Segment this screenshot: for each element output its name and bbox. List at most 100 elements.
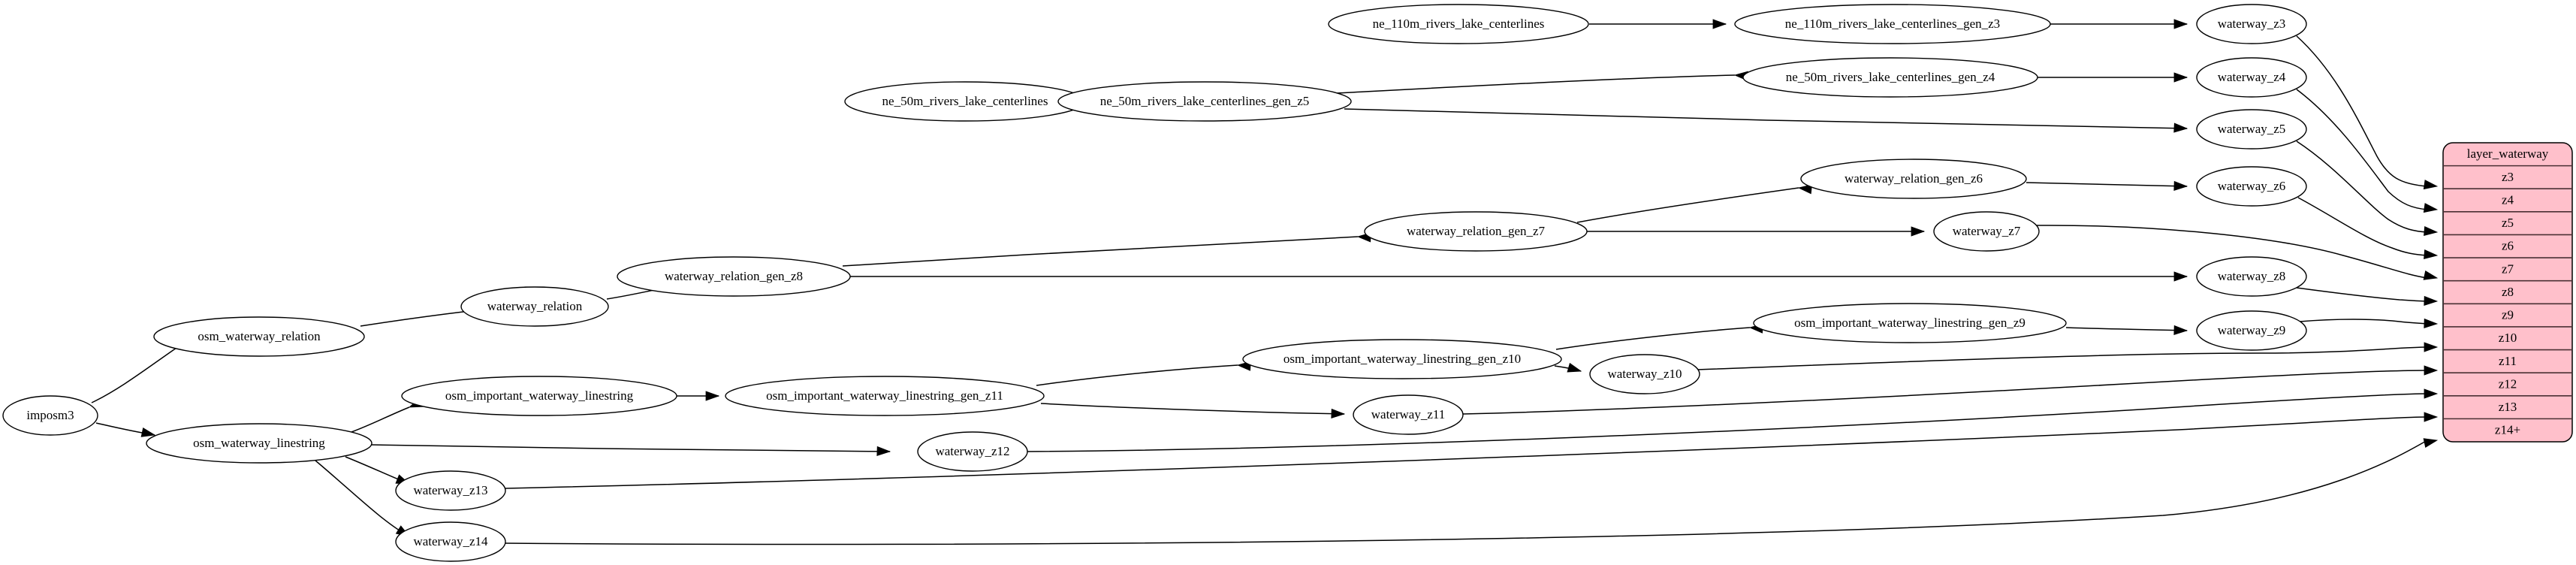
node-waterway_z6[interactable]: waterway_z6: [2196, 166, 2307, 207]
arrowhead: [2173, 325, 2188, 335]
arrowhead: [2424, 388, 2439, 399]
node-ne_110m_rivers_lake_centerlines_gen_z3[interactable]: ne_110m_rivers_lake_centerlines_gen_z3: [1734, 4, 2051, 44]
arrowhead: [1911, 226, 1926, 237]
table-row-z14+[interactable]: z14+: [2443, 418, 2572, 442]
table-cell-label: z5: [2502, 216, 2514, 230]
edge-waterway_z5-to-table_z5: [2296, 140, 2428, 233]
node-waterway_z10[interactable]: waterway_z10: [1589, 354, 1700, 394]
edge-osm_waterway_linestring-to-osm_important_waterway_linestring: [351, 406, 410, 433]
arrowhead: [1331, 408, 1346, 418]
edge-waterway_z12-to-table_z12: [1027, 393, 2428, 452]
node-imposm3[interactable]: imposm3: [2, 395, 98, 436]
node-shape: [2, 395, 98, 436]
edge-waterway_z9-to-table_z9: [2299, 319, 2428, 325]
edge-osm_important_waterway_linestring_gen_z10-to-osm_important_waterway_linestring_gen_z9: [1555, 327, 1751, 350]
nodes-layer: imposm3 osm_waterway_relation osm_waterway…: [2, 4, 2307, 562]
table-row-z8[interactable]: z8: [2443, 281, 2572, 304]
node-shape: [2196, 256, 2307, 297]
node-shape: [1753, 303, 2067, 343]
node-shape: [460, 286, 609, 327]
node-waterway_z14[interactable]: waterway_z14: [395, 521, 506, 562]
node-waterway_z8[interactable]: waterway_z8: [2196, 256, 2307, 297]
node-waterway_relation_gen_z7[interactable]: waterway_relation_gen_z7: [1364, 211, 1588, 252]
node-osm_waterway_relation[interactable]: osm_waterway_relation: [153, 316, 365, 357]
node-waterway_z3[interactable]: waterway_z3: [2196, 4, 2307, 44]
table-row-z6[interactable]: z6: [2443, 234, 2572, 258]
node-shape: [1589, 354, 1700, 394]
node-osm_important_waterway_linestring_gen_z10[interactable]: osm_important_waterway_linestring_gen_z1…: [1242, 339, 1562, 379]
node-ne_50m_rivers_lake_centerlines_gen_z5[interactable]: ne_50m_rivers_lake_centerlines_gen_z5: [1057, 81, 1352, 122]
node-waterway_z4[interactable]: waterway_z4: [2196, 57, 2307, 98]
table-cell-label: z3: [2502, 170, 2514, 184]
node-shape: [1742, 57, 2038, 98]
node-waterway_z12[interactable]: waterway_z12: [917, 431, 1028, 472]
arrowhead: [2173, 19, 2188, 29]
edge-waterway_relation_gen_z8-to-waterway_relation_gen_z7: [842, 236, 1359, 267]
edge-waterway_z13-to-table_z13: [505, 416, 2428, 489]
node-shape: [2196, 166, 2307, 207]
node-waterway_z9[interactable]: waterway_z9: [2196, 310, 2307, 351]
edge-waterway_z11-to-table_z11: [1462, 370, 2428, 415]
edge-osm_important_waterway_linestring_gen_z11-to-osm_important_waterway_linestring_gen_z10: [1036, 364, 1238, 386]
edge-osm_important_waterway_linestring_gen_z9-to-waterway_z9: [2065, 327, 2188, 331]
node-waterway_relation_gen_z8[interactable]: waterway_relation_gen_z8: [617, 256, 851, 297]
table-row-z7[interactable]: z7: [2443, 258, 2572, 281]
edge-ne_50m_rivers_lake_centerlines_gen_z5-to-ne_50m_rivers_lake_centerlines_gen_z4: [1336, 74, 1736, 94]
table-row-z9[interactable]: z9: [2443, 304, 2572, 327]
node-shape: [2196, 310, 2307, 351]
edge-waterway_z14-to-table_z14: [505, 440, 2428, 545]
arrowhead: [876, 446, 891, 456]
node-ne_110m_rivers_lake_centerlines[interactable]: ne_110m_rivers_lake_centerlines: [1328, 4, 1589, 44]
node-shape: [1800, 159, 2027, 199]
edge-osm_waterway_linestring-to-waterway_z14: [315, 460, 410, 537]
node-waterway_z11[interactable]: waterway_z11: [1353, 394, 1464, 435]
edge-osm_waterway_linestring-to-waterway_z12: [371, 444, 891, 452]
table-cell-label: z4: [2502, 192, 2514, 207]
node-shape: [2196, 57, 2307, 98]
table-background: [2442, 142, 2573, 443]
table-row-z12[interactable]: z12: [2443, 373, 2572, 396]
node-ne_50m_rivers_lake_centerlines[interactable]: ne_50m_rivers_lake_centerlines: [844, 81, 1086, 122]
table-row-z10[interactable]: z10: [2443, 327, 2572, 350]
edge-waterway_z4-to-table_z4: [2296, 89, 2428, 210]
node-osm_important_waterway_linestring[interactable]: osm_important_waterway_linestring: [401, 376, 677, 416]
table-row-z3[interactable]: z3: [2443, 166, 2572, 189]
table-cell-label: z10: [2499, 331, 2517, 345]
edge-imposm3-to-osm_waterway_relation: [91, 347, 177, 403]
node-osm_waterway_linestring[interactable]: osm_waterway_linestring: [146, 423, 373, 464]
table-header-label: layer_waterway: [2467, 147, 2549, 161]
node-shape: [2196, 109, 2307, 150]
arrowhead: [140, 427, 156, 437]
edge-waterway_z10-to-table_z10: [1697, 346, 2428, 370]
edge-waterway_z3-to-table_z3: [2296, 35, 2428, 187]
node-osm_important_waterway_linestring_gen_z11[interactable]: osm_important_waterway_linestring_gen_z1…: [725, 376, 1045, 416]
edge-ne_50m_rivers_lake_centerlines_gen_z5-to-waterway_z5: [1344, 108, 2188, 129]
node-ne_50m_rivers_lake_centerlines_gen_z4[interactable]: ne_50m_rivers_lake_centerlines_gen_z4: [1742, 57, 2038, 98]
node-osm_important_waterway_linestring_gen_z9[interactable]: osm_important_waterway_linestring_gen_z9: [1753, 303, 2067, 343]
node-shape: [2196, 4, 2307, 44]
node-waterway_relation[interactable]: waterway_relation: [460, 286, 609, 327]
node-shape: [725, 376, 1045, 416]
table-cell-label: z6: [2502, 239, 2514, 253]
node-waterway_z5[interactable]: waterway_z5: [2196, 109, 2307, 150]
arrowhead: [705, 391, 720, 401]
edge-waterway_z6-to-table_z6: [2297, 197, 2428, 256]
arrowhead: [2423, 203, 2439, 213]
table-row-z13[interactable]: z13: [2443, 396, 2572, 419]
table-row-z4[interactable]: z4: [2443, 189, 2572, 212]
table-row-z5[interactable]: z5: [2443, 212, 2572, 235]
node-shape: [395, 521, 506, 562]
edge-waterway_relation_gen_z6-to-waterway_z6: [2026, 182, 2188, 187]
node-shape: [395, 470, 506, 511]
node-shape: [153, 316, 365, 357]
arrowhead: [2173, 122, 2188, 133]
table-row-z11[interactable]: z11: [2443, 350, 2572, 373]
table-cell-label: z11: [2499, 354, 2517, 368]
node-waterway_relation_gen_z6[interactable]: waterway_relation_gen_z6: [1800, 159, 2027, 199]
table-cell-label: z14+: [2495, 423, 2520, 437]
node-waterway_z7[interactable]: waterway_z7: [1933, 211, 2040, 252]
node-waterway_z13[interactable]: waterway_z13: [395, 470, 506, 511]
